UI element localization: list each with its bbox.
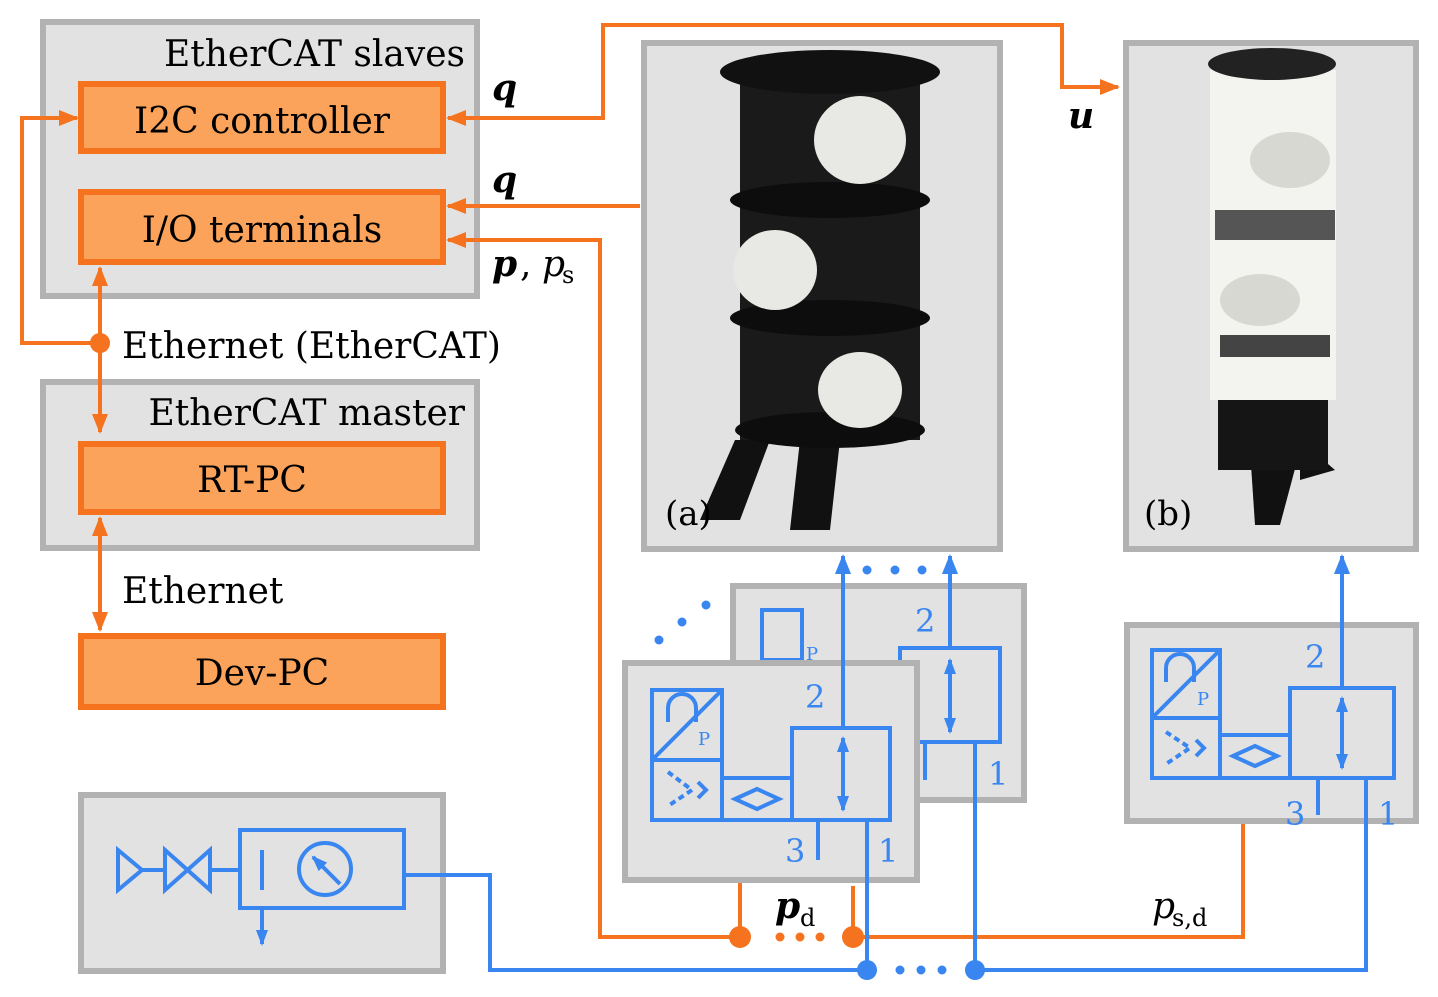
svg-text:s: s (562, 261, 574, 289)
photo-panel-a: (a) (641, 40, 1003, 552)
pd-dots (729, 926, 864, 948)
photo-panel-b: (b) (1123, 40, 1419, 552)
pressure-supply-icon (116, 828, 867, 972)
front-port-2: 2 (805, 678, 825, 716)
svg-text:s,d: s,d (1172, 904, 1207, 932)
u-label: u (1068, 95, 1094, 137)
p-ps-label: p , p s (492, 243, 574, 289)
ethernet-ethercat-label: Ethernet (EtherCAT) (122, 326, 501, 367)
slaves-group-title: EtherCAT slaves (164, 34, 465, 75)
master-group-title: EtherCAT master (148, 393, 465, 434)
svg-text:p: p (775, 885, 800, 927)
q-mid-label: q (492, 159, 517, 201)
psd-label: p s,d (1152, 886, 1207, 932)
ethernet-label: Ethernet (122, 571, 284, 612)
valve-to-robot-a-lines (835, 554, 977, 970)
svg-text:3: 3 (1285, 795, 1305, 833)
pd-label: p d (775, 885, 815, 932)
white-soft-robot-photo (1208, 48, 1336, 525)
supply-bus-dots (857, 960, 985, 980)
io-terminals-label: I/O terminals (142, 210, 383, 251)
io-terminals-box (78, 189, 446, 265)
valve-dots-diag (654, 600, 711, 645)
svg-text:2: 2 (915, 602, 935, 640)
svg-text:1: 1 (1378, 795, 1398, 833)
i2c-controller-box (78, 81, 446, 154)
svg-text:P: P (1197, 689, 1209, 710)
valve-dots-top (862, 565, 927, 575)
svg-text:p: p (1152, 886, 1175, 927)
front-port-1: 1 (878, 832, 898, 870)
supply-panel (78, 792, 867, 974)
svg-text:P: P (806, 644, 818, 665)
photo-b-label: (b) (1144, 494, 1192, 534)
svg-text:p: p (542, 244, 565, 285)
dev-pc-label: Dev-PC (195, 653, 329, 694)
valve-panel-right: 2 P 3 1 (975, 554, 1419, 972)
svg-text:1: 1 (988, 755, 1008, 793)
i2c-controller-label: I2C controller (134, 101, 391, 142)
photo-a-label: (a) (665, 494, 712, 534)
dev-pc-group: Dev-PC (78, 633, 446, 710)
svg-text:p: p (492, 243, 517, 285)
svg-text:d: d (800, 904, 815, 932)
valve-panel-front: 2 P 3 1 (622, 660, 920, 970)
ethercat-master-group: EtherCAT master RT-PC (40, 379, 480, 551)
dev-pc-box (78, 633, 446, 710)
q-top-label: q (492, 67, 517, 109)
front-port-3: 3 (785, 832, 805, 870)
svg-text:P: P (698, 729, 710, 750)
rt-pc-label: RT-PC (197, 460, 307, 501)
ethernet-junction-dot (90, 333, 110, 353)
ethercat-slaves-group: EtherCAT slaves I2C controller I/O termi… (40, 19, 480, 299)
rt-pc-box (78, 441, 446, 515)
svg-text:2: 2 (1305, 638, 1325, 676)
svg-text:,: , (520, 244, 531, 285)
black-soft-robot-photo (700, 50, 940, 530)
